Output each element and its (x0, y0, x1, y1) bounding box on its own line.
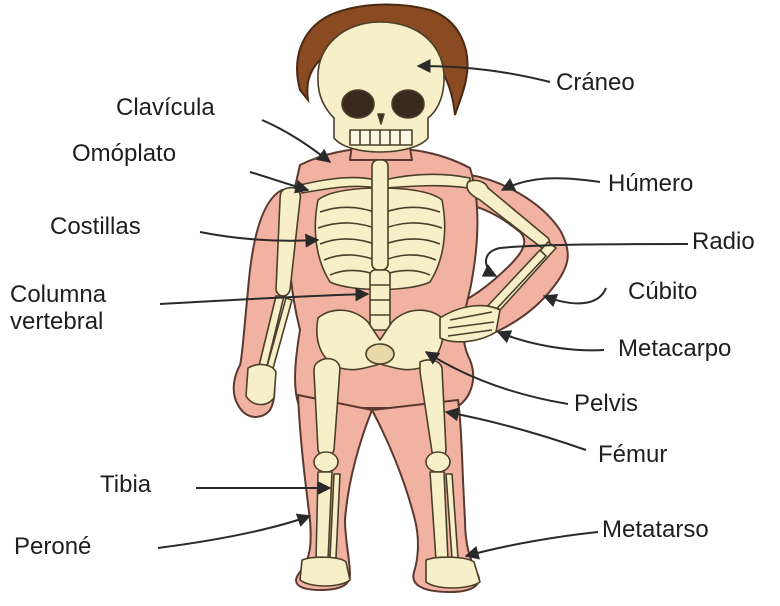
label-clavicula: Clavícula (116, 96, 215, 120)
label-columna-vertebral: Columna vertebral (10, 281, 106, 335)
label-cubito: Cúbito (628, 280, 697, 304)
leader-metacarpo (498, 332, 604, 350)
label-perone: Peroné (14, 535, 91, 559)
label-omoplato: Omóplato (72, 142, 176, 166)
leader-perone (158, 516, 310, 548)
label-columna-line1: Columna (10, 281, 106, 308)
leader-cubito (544, 288, 606, 303)
label-femur: Fémur (598, 443, 667, 467)
leader-femur (446, 412, 586, 450)
label-radio: Radio (692, 230, 755, 254)
label-humero: Húmero (608, 172, 693, 196)
leader-clavicula (262, 120, 330, 162)
label-tibia: Tibia (100, 473, 151, 497)
leader-metatarso (466, 532, 598, 556)
label-columna-line2: vertebral (10, 308, 106, 335)
label-costillas: Costillas (50, 215, 141, 239)
label-metatarso: Metatarso (602, 518, 709, 542)
leader-humero (502, 178, 600, 190)
label-pelvis: Pelvis (574, 392, 638, 416)
label-metacarpo: Metacarpo (618, 337, 731, 361)
label-craneo: Cráneo (556, 71, 635, 95)
